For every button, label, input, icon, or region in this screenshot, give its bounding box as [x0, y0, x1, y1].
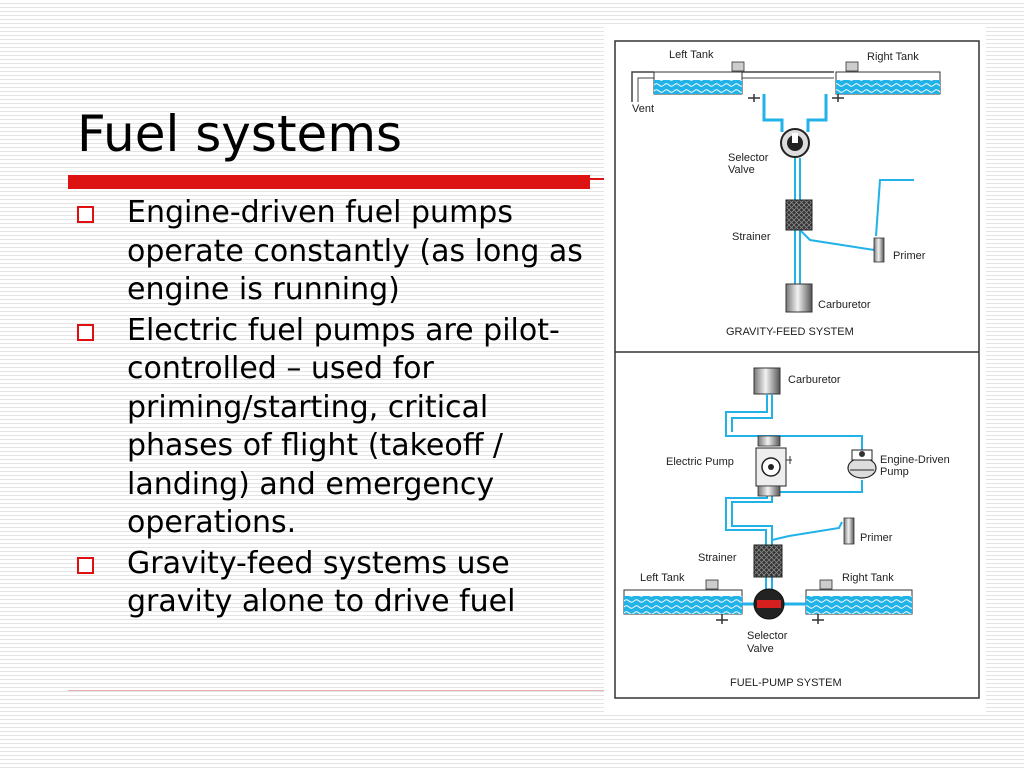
primer — [843, 517, 855, 545]
title-underline-bar — [68, 175, 590, 189]
footer-divider — [68, 690, 608, 691]
bullet-text: Electric fuel pumps are pilot-controlled… — [127, 312, 560, 541]
gravity-feed-caption: GRAVITY-FEED SYSTEM — [726, 326, 854, 338]
pump-right-tank-label: Right Tank — [842, 572, 894, 584]
gravity-left-tank-label: Left Tank — [669, 49, 714, 61]
pump-carburetor-label: Carburetor — [788, 374, 841, 386]
gravity-right-tank-label: Right Tank — [867, 51, 919, 63]
bullet-text: Engine-driven fuel pumps operate constan… — [127, 195, 583, 307]
pump-selector-label-1: Selector — [747, 630, 788, 642]
strainer — [753, 544, 783, 578]
fuel-system-diagram: Left Tank Right Tank Vent Selector Valve… — [614, 40, 980, 700]
electric-pump-label: Electric Pump — [666, 456, 734, 468]
pump-selector-label-2: Valve — [747, 643, 774, 655]
bullet-text: Gravity-feed systems use gravity alone t… — [127, 545, 516, 620]
gravity-primer-label: Primer — [893, 250, 926, 262]
slide-title: Fuel systems — [77, 105, 403, 163]
gravity-feed-panel: Left Tank Right Tank Vent Selector Valve… — [631, 49, 941, 338]
gravity-selector-label-1: Selector — [728, 152, 769, 164]
engine-pump-label-1: Engine-Driven — [880, 454, 950, 466]
gravity-strainer-label: Strainer — [732, 231, 771, 243]
fuel-pump-panel: Carburetor Electric Pump Engine-Driven P… — [623, 367, 950, 689]
pump-primer-label: Primer — [860, 532, 893, 544]
gravity-carburetor-label: Carburetor — [818, 299, 871, 311]
engine-driven-pump — [847, 449, 877, 479]
bullet-item-electric: Electric fuel pumps are pilot-controlled… — [77, 312, 602, 543]
bullet-item-engine-driven: Engine-driven fuel pumps operate constan… — [77, 194, 602, 310]
engine-pump-label-2: Pump — [880, 466, 909, 478]
vent-label: Vent — [632, 103, 654, 115]
gravity-selector-label-2: Valve — [728, 164, 755, 176]
strainer — [785, 199, 813, 231]
hollow-square-bullet-icon — [77, 556, 94, 574]
title-underline-thin — [590, 178, 610, 180]
bullet-list: Engine-driven fuel pumps operate constan… — [77, 194, 602, 624]
hollow-square-bullet-icon — [77, 206, 94, 223]
bullet-item-gravity: Gravity-feed systems use gravity alone t… — [77, 545, 602, 622]
carburetor — [753, 367, 781, 395]
primer — [873, 237, 885, 263]
hollow-square-bullet-icon — [77, 323, 94, 341]
fuel-pump-caption: FUEL-PUMP SYSTEM — [730, 677, 842, 689]
pump-strainer-label: Strainer — [698, 552, 737, 564]
carburetor — [785, 283, 813, 313]
pump-left-tank-label: Left Tank — [640, 572, 685, 584]
